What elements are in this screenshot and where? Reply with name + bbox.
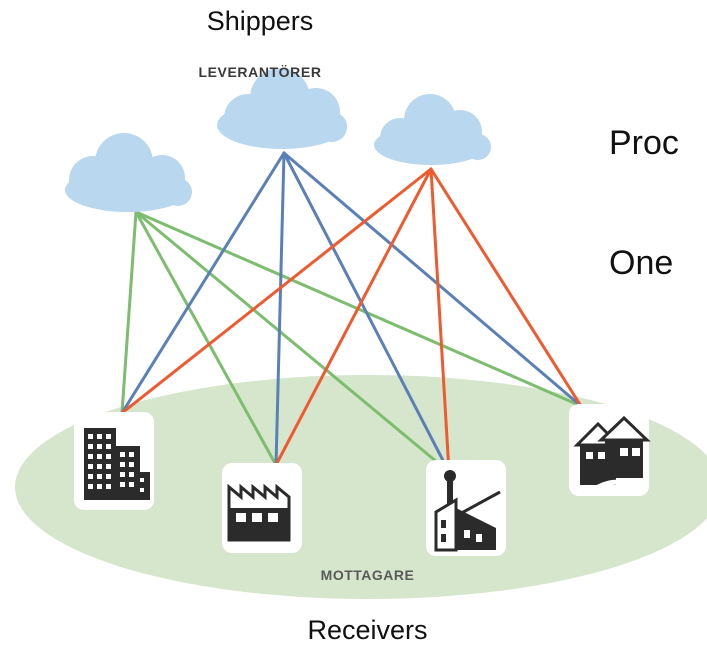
industrial-plant-icon <box>434 470 501 552</box>
connection-cloud-right-to-industrial-plant <box>429 167 451 474</box>
shippers-swedish-label: LEVERANTÖRER <box>198 64 322 80</box>
cloud-left <box>65 133 192 212</box>
houses-tile <box>569 404 651 496</box>
industrial-plant-tile <box>426 460 506 556</box>
side-text-line-1: Proc <box>609 124 679 162</box>
connection-cloud-left-to-factory <box>134 210 278 467</box>
factory-tile <box>222 463 302 553</box>
connection-cloud-right-to-houses <box>429 167 583 408</box>
connection-cloud-left-to-office-building <box>120 210 138 415</box>
connection-cloud-left-to-industrial-plant <box>134 210 451 474</box>
office-building-icon <box>84 428 150 500</box>
side-text-line-2: One <box>609 244 674 282</box>
receivers-swedish-label: MOTTAGARE <box>320 567 415 583</box>
connection-cloud-right-to-factory <box>274 167 433 467</box>
shippers-label: Shippers <box>206 6 314 36</box>
factory-icon <box>227 483 291 542</box>
connection-cloud-center-to-office-building <box>120 151 286 415</box>
receivers-area <box>15 375 707 599</box>
receivers-label: Receivers <box>307 615 428 645</box>
connection-cloud-center-to-factory <box>274 151 286 467</box>
cloud-center <box>217 68 347 149</box>
cloud-right <box>374 94 491 165</box>
connection-lines <box>120 151 583 474</box>
connection-cloud-right-to-office-building <box>120 167 433 415</box>
houses-icon <box>573 415 651 495</box>
connection-cloud-center-to-industrial-plant <box>282 151 451 474</box>
office-building-tile <box>74 412 154 510</box>
connection-cloud-center-to-houses <box>282 151 583 408</box>
